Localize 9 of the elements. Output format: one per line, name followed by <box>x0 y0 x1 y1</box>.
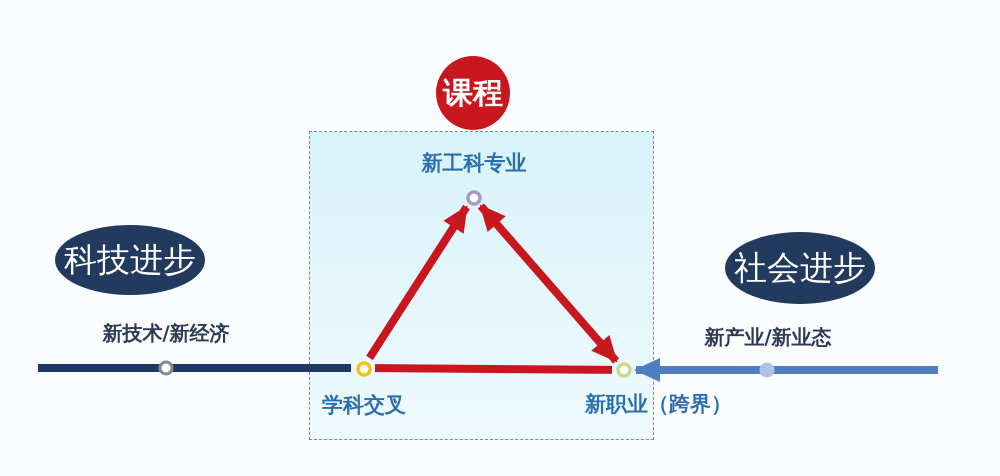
node-label: 学科交叉 <box>322 393 406 417</box>
ellipse-label: 科技进步 <box>55 225 205 295</box>
edge-label: 新技术/新经济 <box>102 321 230 345</box>
title-circle: 课程 <box>436 56 510 130</box>
ellipse-label: 社会进步 <box>725 232 875 304</box>
dashed-frame <box>309 131 654 440</box>
node-label: 新职业（跨界） <box>585 392 732 416</box>
edge-label: 新产业/新业态 <box>704 325 832 349</box>
node-label: 新工科专业 <box>422 151 526 175</box>
